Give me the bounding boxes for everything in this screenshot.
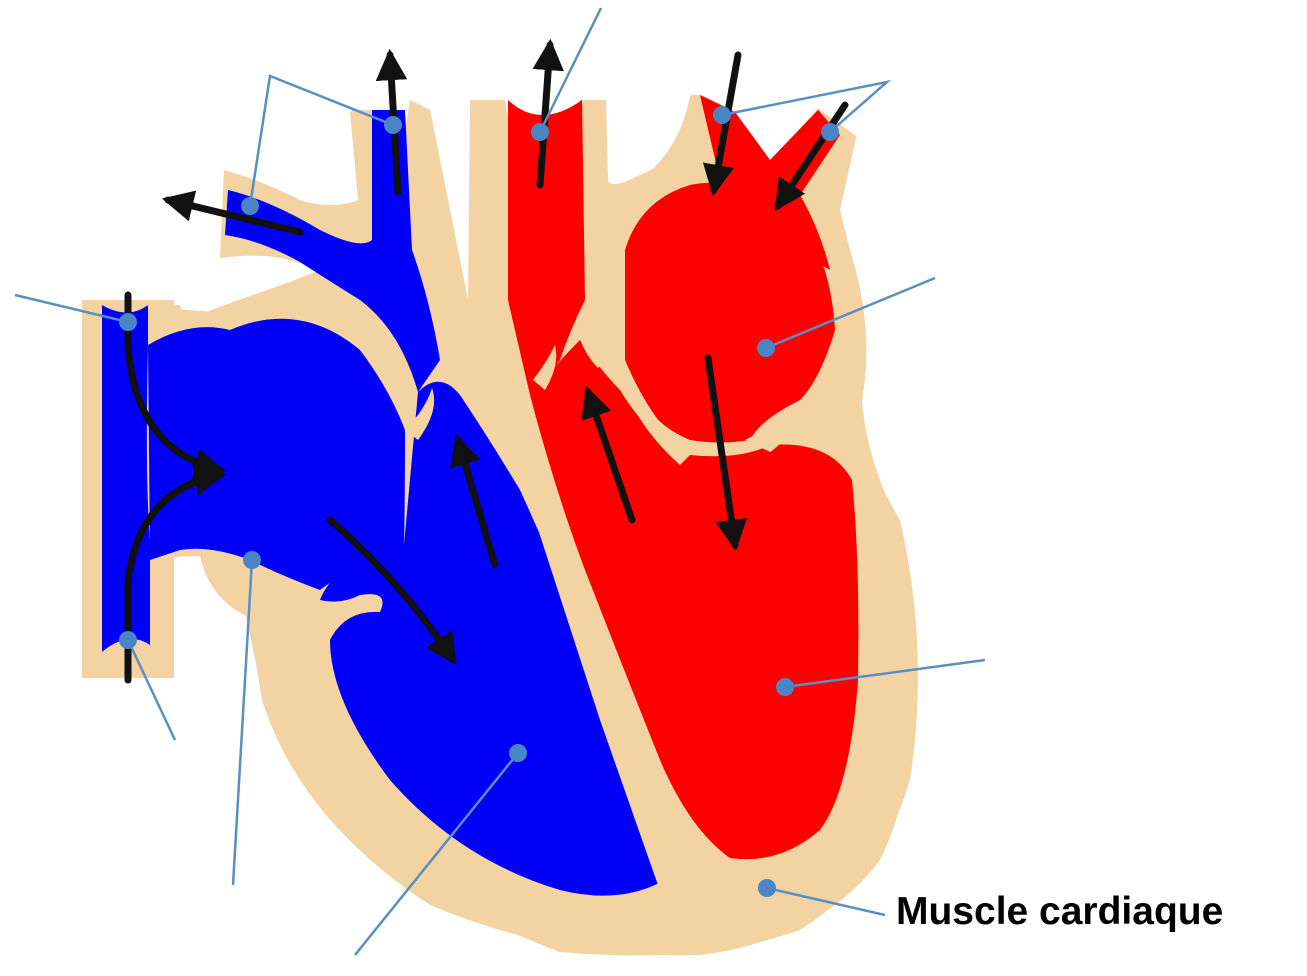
dot-icon <box>713 106 731 124</box>
dot-icon <box>757 339 775 357</box>
dot-icon <box>243 551 261 569</box>
dot-icon <box>758 879 776 897</box>
dot-icon <box>241 197 259 215</box>
dot-icon <box>531 123 549 141</box>
muscle-label: Muscle cardiaque <box>896 892 1223 931</box>
dot-icon <box>119 631 137 649</box>
dot-icon <box>119 313 137 331</box>
dot-icon <box>384 116 402 134</box>
dot-icon <box>776 678 794 696</box>
dot-icon <box>821 123 839 141</box>
dot-icon <box>509 744 527 762</box>
